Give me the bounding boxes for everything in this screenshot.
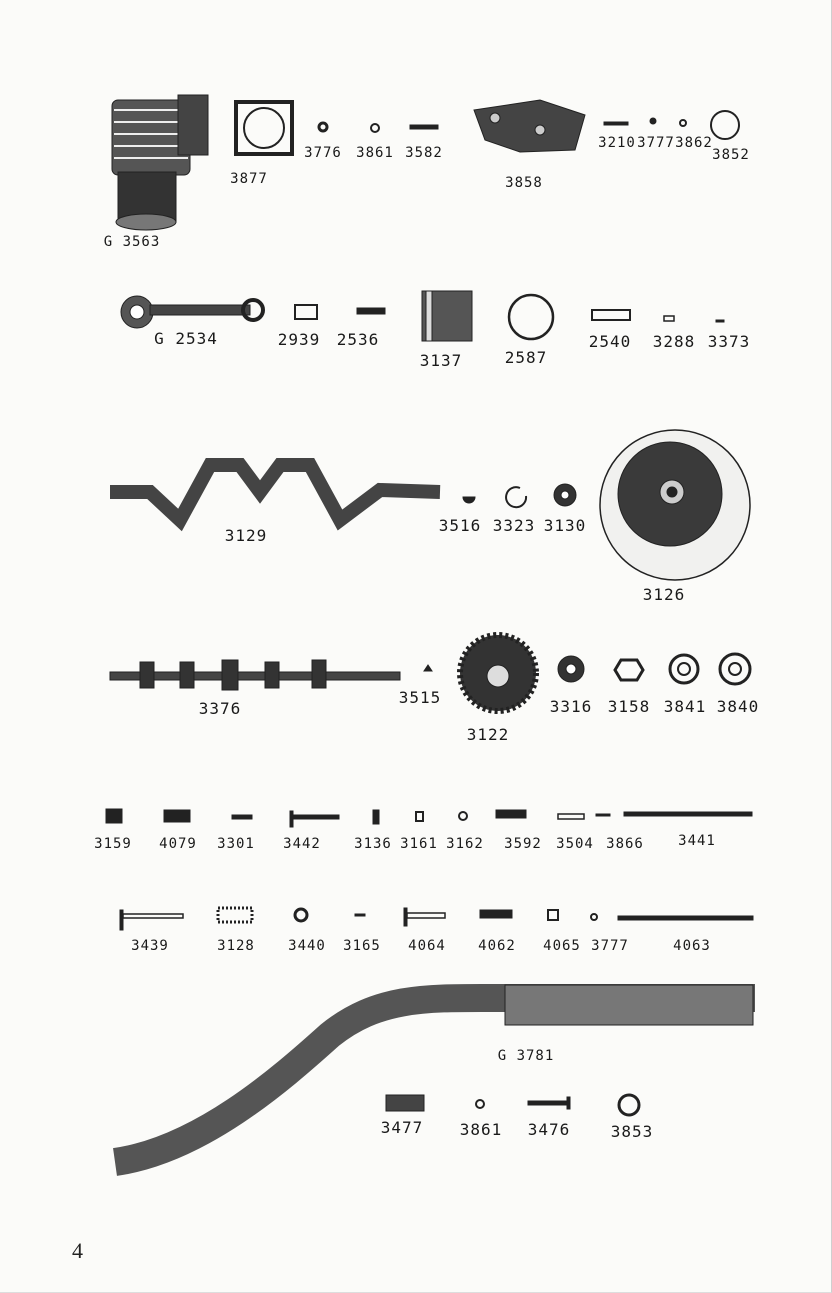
- part-label: 4064: [408, 938, 446, 954]
- part-label: 3840: [716, 697, 760, 716]
- crankshaft-illustration: [110, 458, 441, 532]
- part-label: 3861: [459, 1120, 503, 1139]
- part-label: 3136: [354, 836, 392, 852]
- cylinder-illustration: [111, 94, 209, 231]
- part-label: 3776: [304, 145, 342, 161]
- part-label: 4065: [543, 938, 581, 954]
- part-label: 3592: [504, 836, 542, 852]
- camshaft-illustration: [109, 659, 401, 691]
- part-label: 3861: [356, 145, 394, 161]
- cylinder-head-illustration: [473, 99, 586, 153]
- part-label: 3128: [217, 938, 255, 954]
- gasket-illustration: [234, 100, 294, 156]
- part-label: 3137: [419, 351, 463, 370]
- part-label: G 3563: [103, 234, 161, 250]
- part-label: 3442: [283, 836, 321, 852]
- part-label: 3159: [94, 836, 132, 852]
- part-label: 3323: [492, 516, 536, 535]
- part-label: 3439: [131, 938, 169, 954]
- part-label: 3162: [446, 836, 484, 852]
- part-label: 3582: [405, 145, 443, 161]
- part-label: 3841: [663, 697, 707, 716]
- connecting-rod-illustration: [120, 295, 265, 329]
- part-label: 3130: [543, 516, 587, 535]
- part-label: 3129: [224, 526, 268, 545]
- part-label: G 3781: [497, 1048, 555, 1064]
- part-label: 3288: [652, 332, 696, 351]
- part-label: 3441: [678, 833, 716, 849]
- flywheel-illustration: [599, 429, 751, 581]
- part-label: 3316: [549, 697, 593, 716]
- part-label: 2587: [504, 348, 548, 367]
- part-label: 4063: [673, 938, 711, 954]
- part-label: 3852: [712, 147, 750, 163]
- part-label: 3373: [707, 332, 751, 351]
- exhaust-pipe-illustration: [112, 983, 755, 1176]
- part-label: 3515: [398, 688, 442, 707]
- part-label: 3161: [400, 836, 438, 852]
- part-label: 3516: [438, 516, 482, 535]
- page-number: 4: [72, 1238, 83, 1263]
- piston-illustration: [421, 290, 473, 342]
- part-label: G 2534: [154, 329, 218, 348]
- part-label: 3866: [606, 836, 644, 852]
- part-label: 3301: [217, 836, 255, 852]
- part-label: 3862: [675, 135, 713, 151]
- part-label: 3165: [343, 938, 381, 954]
- part-label: 3477: [380, 1118, 424, 1137]
- part-label: 2939: [277, 330, 321, 349]
- part-label: 4079: [159, 836, 197, 852]
- part-label: 3777: [591, 938, 629, 954]
- part-label: 3853: [610, 1122, 654, 1141]
- part-label: 3210: [598, 135, 636, 151]
- part-label: 3158: [607, 697, 651, 716]
- part-label: 3440: [288, 938, 326, 954]
- part-label: 3376: [198, 699, 242, 718]
- part-label: 3877: [230, 171, 268, 187]
- part-label: 3476: [527, 1120, 571, 1139]
- part-label: 3858: [505, 175, 543, 191]
- part-label: 3777: [637, 135, 675, 151]
- part-label: 3122: [466, 725, 510, 744]
- part-label: 3504: [556, 836, 594, 852]
- gear-illustration: [457, 632, 539, 714]
- part-label: 2540: [588, 332, 632, 351]
- part-label: 4062: [478, 938, 516, 954]
- part-label: 2536: [336, 330, 380, 349]
- part-label: 3126: [642, 585, 686, 604]
